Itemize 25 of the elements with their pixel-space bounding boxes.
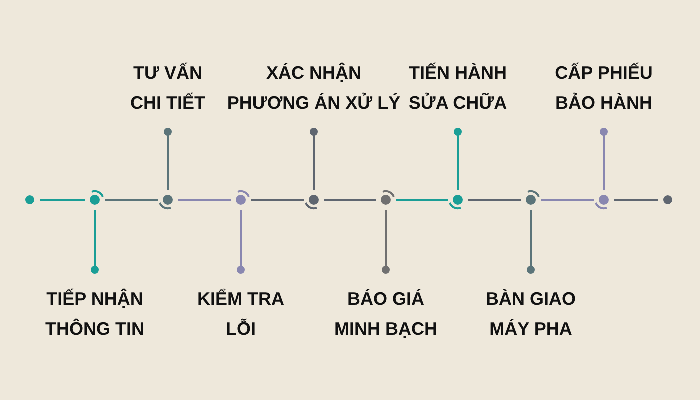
step-label: TIẾP NHẬN THÔNG TIN — [46, 284, 144, 344]
timeline-segment — [468, 199, 521, 201]
leader-line — [382, 210, 390, 274]
leader-line — [164, 128, 172, 190]
leader-line — [91, 210, 99, 274]
timeline-segment — [324, 199, 376, 201]
step-label: BÀN GIAO MÁY PHA — [486, 284, 576, 344]
leader-line — [237, 210, 245, 274]
timeline-segment — [541, 199, 594, 201]
step-label: CẤP PHIẾU BẢO HÀNH — [555, 58, 653, 118]
step-label: KIỂM TRA LỖI — [198, 284, 284, 344]
timeline-segment — [105, 199, 158, 201]
timeline-segment — [178, 199, 231, 201]
leader-line — [310, 128, 318, 190]
step-label: TƯ VẤN CHI TIẾT — [130, 58, 206, 118]
step-label: XÁC NHẬN PHƯƠNG ÁN XỬ LÝ — [227, 58, 401, 118]
step-label: TIẾN HÀNH SỬA CHỮA — [408, 58, 508, 118]
timeline-segment — [251, 199, 304, 201]
leader-line — [600, 128, 608, 190]
step-label: BÁO GIÁ MINH BẠCH — [334, 284, 438, 344]
leader-line — [527, 210, 535, 274]
leader-line — [454, 128, 462, 190]
timeline-segment — [614, 199, 658, 201]
timeline-segment — [40, 199, 85, 201]
timeline-segment — [396, 199, 448, 201]
